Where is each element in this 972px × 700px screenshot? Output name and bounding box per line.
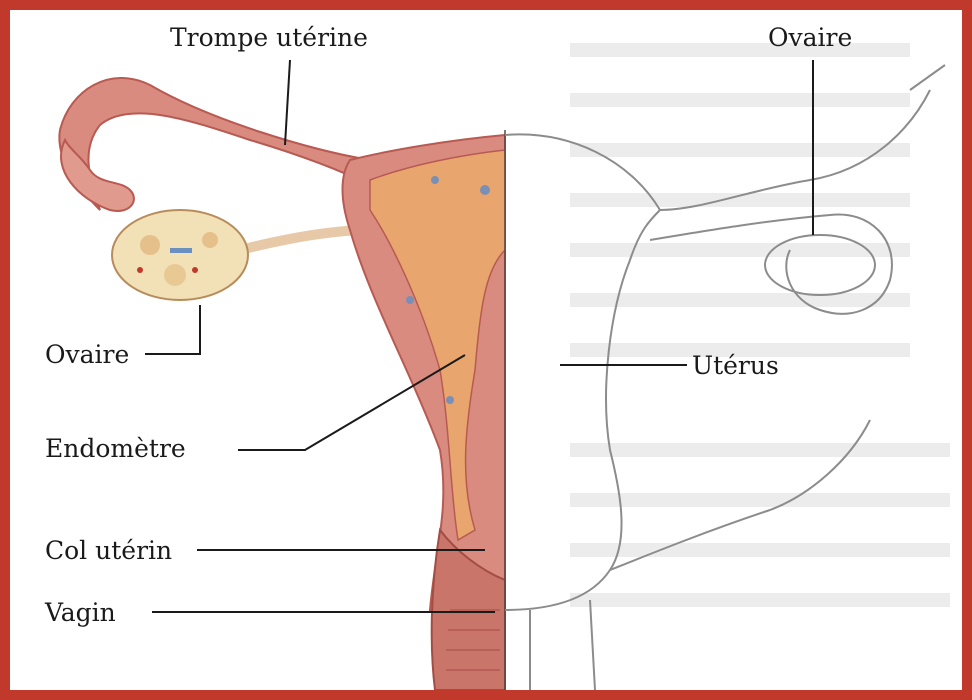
leader-trompe: [285, 60, 290, 145]
label-ovaire-left: Ovaire: [45, 342, 129, 367]
ovary-left: [112, 210, 248, 300]
label-endometre: Endomètre: [45, 436, 186, 461]
leader-ovaire-gauche: [145, 305, 200, 354]
label-trompe-uterine: Trompe utérine: [170, 25, 368, 50]
fimbriae: [61, 140, 134, 211]
uterus-cross-section: [59, 78, 505, 690]
background-text-lines: [570, 50, 950, 600]
label-vagin: Vagin: [45, 600, 116, 625]
anatomy-illustration: [10, 10, 962, 690]
label-ovaire-right: Ovaire: [768, 25, 852, 50]
label-col-uterin: Col utérin: [45, 538, 172, 563]
label-uterus: Utérus: [692, 353, 779, 378]
